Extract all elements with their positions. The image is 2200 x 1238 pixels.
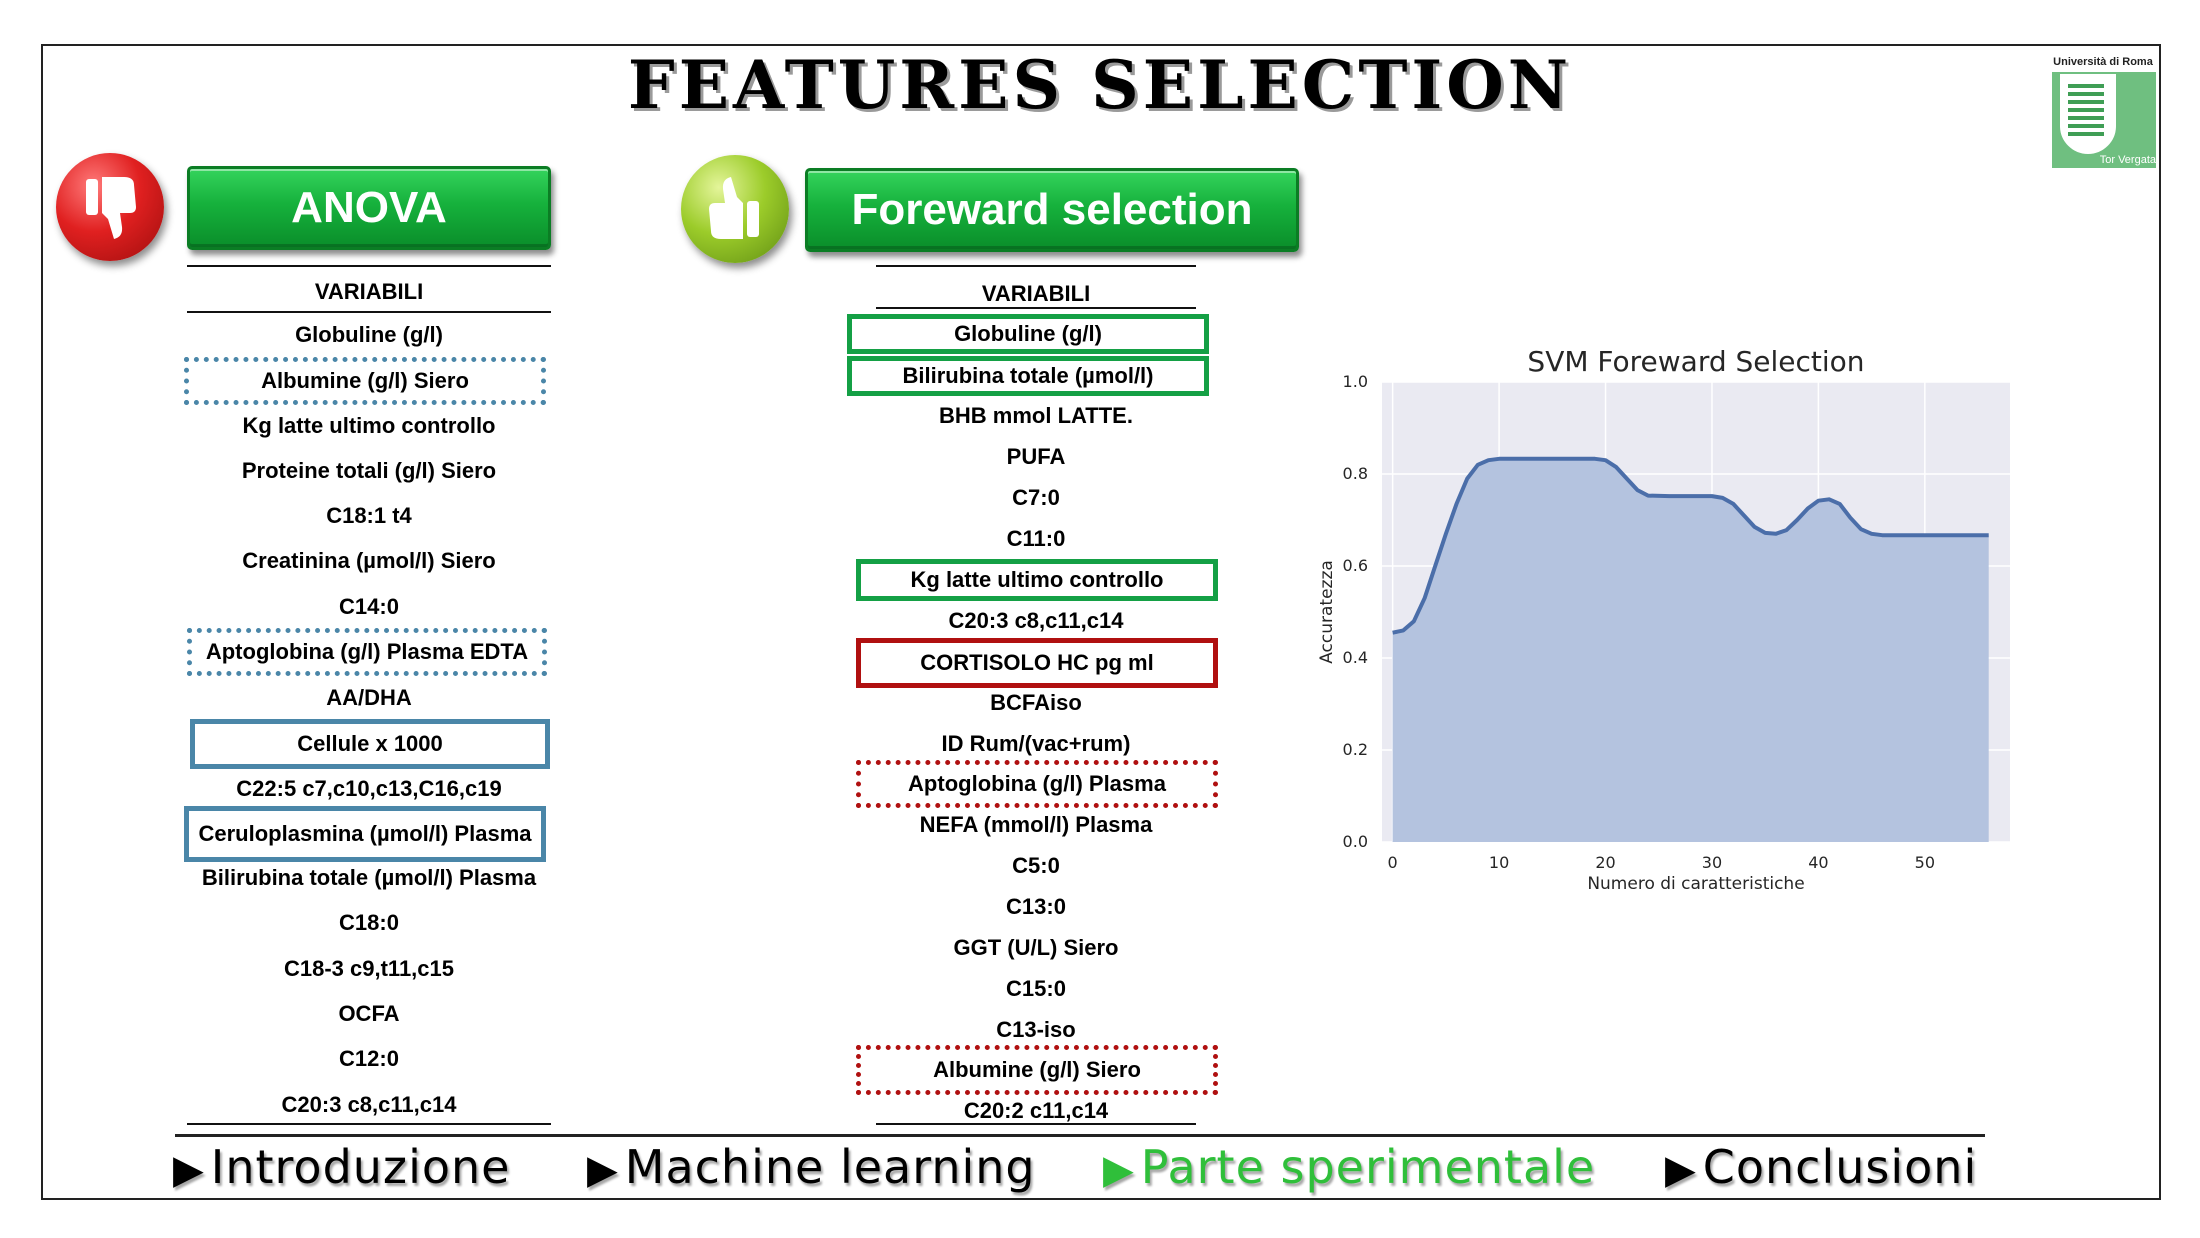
anova-button[interactable]: ANOVA: [187, 166, 551, 250]
forward-item: C20:2 c11,c14: [963, 1098, 1109, 1123]
forward-item-highlight-green: Globuline (g/l): [847, 314, 1209, 354]
forward-item-highlight-red-dotted: Albumine (g/l) Siero: [856, 1045, 1218, 1095]
chart-y-tick-label: 0.4: [1343, 648, 1368, 667]
chart-series-line: [1392, 456, 1989, 635]
thumbs-up-icon: [681, 155, 789, 263]
anova-item-highlight-dotted: Aptoglobina (g/l) Plasma EDTA: [187, 628, 547, 676]
forward-header: VARIABILI: [981, 281, 1091, 306]
anova-item: Proteine totali (g/l) Siero: [241, 458, 497, 483]
logo-top-text: Università di Roma: [2053, 56, 2153, 68]
chart-title: SVM Foreward Selection: [1527, 345, 1864, 378]
anova-item: Kg latte ultimo controllo: [242, 413, 496, 438]
nav-introduzione[interactable]: ▶Introduzione: [173, 1140, 511, 1194]
forward-selection-button-label: Foreward selection: [851, 185, 1253, 234]
play-triangle-icon: ▶: [587, 1147, 619, 1193]
chart-x-tick-label: 0: [1388, 853, 1398, 872]
anova-rule-header: [187, 311, 551, 313]
anova-item-highlight: Ceruloplasmina (µmol/l) Plasma: [184, 806, 546, 862]
anova-item: Creatinina (µmol/l) Siero: [242, 548, 496, 573]
university-logo: Università di Roma Tor Vergata: [2048, 56, 2158, 172]
chart-y-tick-label: 0.0: [1343, 832, 1368, 851]
anova-item: C12:0: [339, 1046, 399, 1071]
forward-rule-bottom: [876, 1123, 1196, 1125]
forward-item: BHB mmol LATTE.: [939, 403, 1133, 428]
forward-item: NEFA (mmol/l) Plasma: [919, 812, 1153, 837]
slide-frame: [41, 44, 2161, 1200]
chart-x-tick-label: 20: [1595, 853, 1615, 872]
anova-item: Bilirubina totale (µmol/l) Plasma: [201, 865, 537, 890]
anova-item: C18:0: [339, 910, 399, 935]
forward-item-highlight-red-dotted: Aptoglobina (g/l) Plasma: [856, 760, 1218, 808]
play-triangle-icon: ▶: [1103, 1147, 1135, 1193]
anova-item: OCFA: [338, 1001, 400, 1026]
forward-item-highlight-green: Kg latte ultimo controllo: [856, 559, 1218, 601]
forward-item-highlight-red: CORTISOLO HC pg ml: [856, 638, 1218, 688]
forward-rule-top: [876, 265, 1196, 267]
chart-y-tick-label: 0.6: [1343, 556, 1368, 575]
forward-item: PUFA: [1006, 444, 1066, 469]
chart-x-tick-label: 10: [1489, 853, 1509, 872]
chart-x-tick-label: 40: [1808, 853, 1828, 872]
forward-item-highlight-green: Bilirubina totale (µmol/l): [847, 356, 1209, 396]
svm-forward-selection-chart: SVM Foreward Selection 0 10 20 30 40 50 0.0 0.2…: [1310, 340, 2030, 900]
chart-x-axis-label: Numero di caratteristiche: [1587, 874, 1804, 894]
anova-rule-bottom: [187, 1123, 551, 1125]
chart-y-tick-label: 0.8: [1343, 464, 1368, 483]
play-triangle-icon: ▶: [173, 1147, 205, 1193]
forward-item: C11:0: [1006, 526, 1066, 551]
forward-item: C15:0: [1006, 976, 1066, 1001]
thumbs-down-icon: [56, 153, 164, 261]
chart-y-axis-label: Accuratezza: [1317, 560, 1337, 664]
chart-x-tick-label: 30: [1702, 853, 1722, 872]
logo-bottom-text: Tor Vergata: [2099, 154, 2156, 166]
forward-item: C13-iso: [996, 1017, 1076, 1042]
nav-parte-sperimentale[interactable]: ▶Parte sperimentale: [1103, 1140, 1596, 1194]
play-triangle-icon: ▶: [1665, 1147, 1697, 1193]
forward-selection-button[interactable]: Foreward selection: [805, 168, 1299, 252]
anova-item: AA/DHA: [326, 685, 412, 710]
anova-button-label: ANOVA: [291, 183, 447, 232]
anova-item: C20:3 c8,c11,c14: [281, 1092, 457, 1117]
nav-machine-learning[interactable]: ▶Machine learning: [587, 1140, 1036, 1194]
chart-area-fill: [1392, 458, 1989, 842]
anova-item: C18:1 t4: [326, 503, 412, 528]
page-title: FEATURES SELECTION: [627, 46, 1573, 124]
anova-item-highlight-dotted: Albumine (g/l) Siero: [184, 357, 546, 405]
anova-item-highlight: Cellule x 1000: [190, 719, 550, 769]
chart-svg: SVM Foreward Selection 0 10 20 30 40 50 0.0 0.2…: [1317, 345, 2010, 894]
chart-y-tick-label: 1.0: [1343, 372, 1368, 391]
nav-conclusioni[interactable]: ▶Conclusioni: [1665, 1140, 1978, 1194]
chart-y-tick-label: 0.2: [1343, 740, 1368, 759]
anova-item: C14:0: [339, 594, 399, 619]
logo-bars: [2068, 84, 2104, 136]
forward-item: GGT (U/L) Siero: [953, 935, 1119, 960]
forward-item: C13:0: [1006, 894, 1066, 919]
anova-rule-top: [187, 265, 551, 267]
forward-item: C20:3 c8,c11,c14: [948, 608, 1124, 633]
anova-item: C18-3 c9,t11,c15: [283, 956, 455, 981]
forward-item: ID Rum/(vac+rum): [941, 731, 1131, 756]
anova-item: Globuline (g/l): [295, 322, 443, 347]
forward-item: BCFAiso: [990, 690, 1082, 715]
logo-box: Tor Vergata: [2052, 72, 2156, 168]
forward-rule-header: [876, 307, 1196, 309]
nav-divider: [175, 1134, 1985, 1137]
anova-header: VARIABILI: [314, 279, 424, 304]
forward-item: C7:0: [1012, 485, 1060, 510]
chart-x-tick-label: 50: [1915, 853, 1935, 872]
anova-item: C22:5 c7,c10,c13,C16,c19: [236, 776, 502, 801]
forward-item: C5:0: [1012, 853, 1060, 878]
